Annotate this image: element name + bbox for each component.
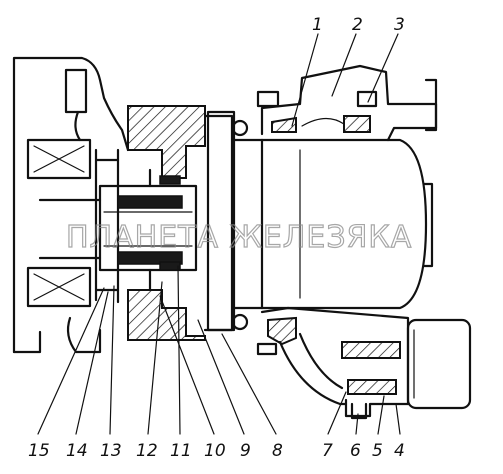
callout-11: 11 (170, 441, 192, 461)
callout-14: 14 (66, 441, 88, 461)
top-bracket (256, 64, 438, 142)
callouts-bottom: 15 14 13 12 11 10 9 8 7 6 5 4 (28, 441, 405, 461)
callout-10: 10 (204, 441, 226, 461)
bottom-elbow (256, 306, 472, 420)
flange-plate (206, 110, 264, 332)
callout-8: 8 (272, 441, 283, 461)
left-housing (12, 56, 130, 354)
callout-1: 1 (312, 15, 323, 35)
callout-15: 15 (28, 441, 50, 461)
callout-12: 12 (136, 441, 158, 461)
callout-5: 5 (372, 441, 383, 461)
callout-3: 3 (394, 15, 405, 35)
callout-4: 4 (394, 441, 405, 461)
leader-lines (37, 33, 401, 435)
callout-6: 6 (350, 441, 361, 461)
cylinder-body (260, 138, 434, 310)
callouts-top: 1 2 3 (312, 15, 405, 35)
watermark: ПЛАНЕТА ЖЕЛЕЗЯКА (66, 220, 412, 255)
callout-7: 7 (322, 441, 333, 461)
callout-2: 2 (352, 15, 363, 35)
callout-9: 9 (240, 441, 251, 461)
callout-13: 13 (100, 441, 122, 461)
